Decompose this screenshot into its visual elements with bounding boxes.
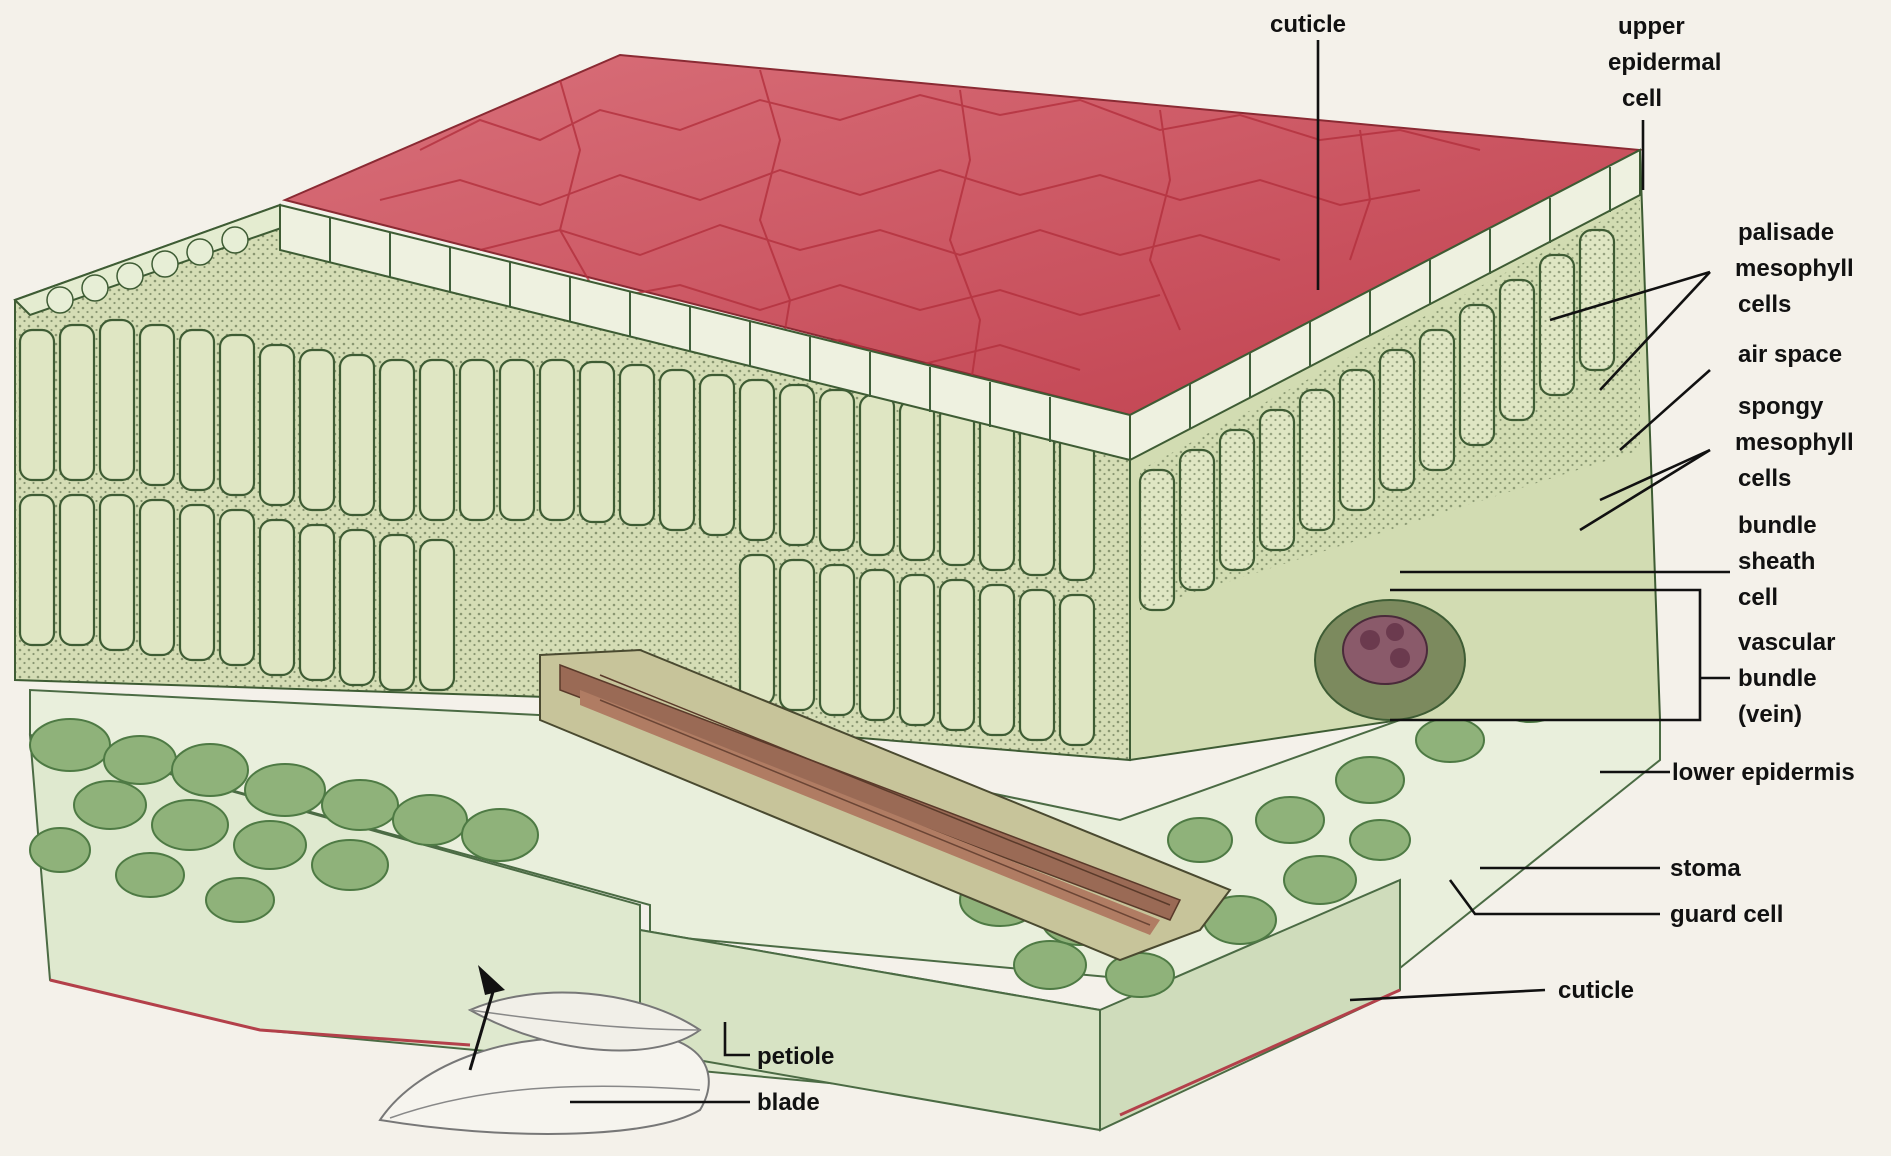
- label-palisade-3: cells: [1738, 291, 1791, 318]
- label-bundle-sheath-2: sheath: [1738, 548, 1815, 575]
- label-bundle-sheath-3: cell: [1738, 584, 1778, 611]
- label-spongy-1: spongy: [1738, 393, 1824, 420]
- label-petiole: petiole: [757, 1043, 834, 1070]
- label-vascular-3: (vein): [1738, 701, 1802, 728]
- label-upper-epidermal-1: upper: [1618, 13, 1685, 40]
- label-spongy-2: mesophyll: [1735, 429, 1854, 456]
- label-palisade-1: palisade: [1738, 219, 1834, 246]
- label-upper-epidermal-3: cell: [1622, 85, 1662, 112]
- label-air-space: air space: [1738, 341, 1842, 368]
- label-lower-epidermis: lower epidermis: [1672, 759, 1855, 786]
- label-bundle-sheath-1: bundle: [1738, 512, 1817, 539]
- label-palisade-2: mesophyll: [1735, 255, 1854, 282]
- label-cuticle-top: cuticle: [1270, 11, 1346, 38]
- label-stoma: stoma: [1670, 855, 1741, 882]
- label-spongy-3: cells: [1738, 465, 1791, 492]
- label-vascular-1: vascular: [1738, 629, 1835, 656]
- label-cuticle-bottom: cuticle: [1558, 977, 1634, 1004]
- label-blade: blade: [757, 1089, 820, 1116]
- label-vascular-2: bundle: [1738, 665, 1817, 692]
- label-guard-cell: guard cell: [1670, 901, 1783, 928]
- label-upper-epidermal-2: epidermal: [1608, 49, 1721, 76]
